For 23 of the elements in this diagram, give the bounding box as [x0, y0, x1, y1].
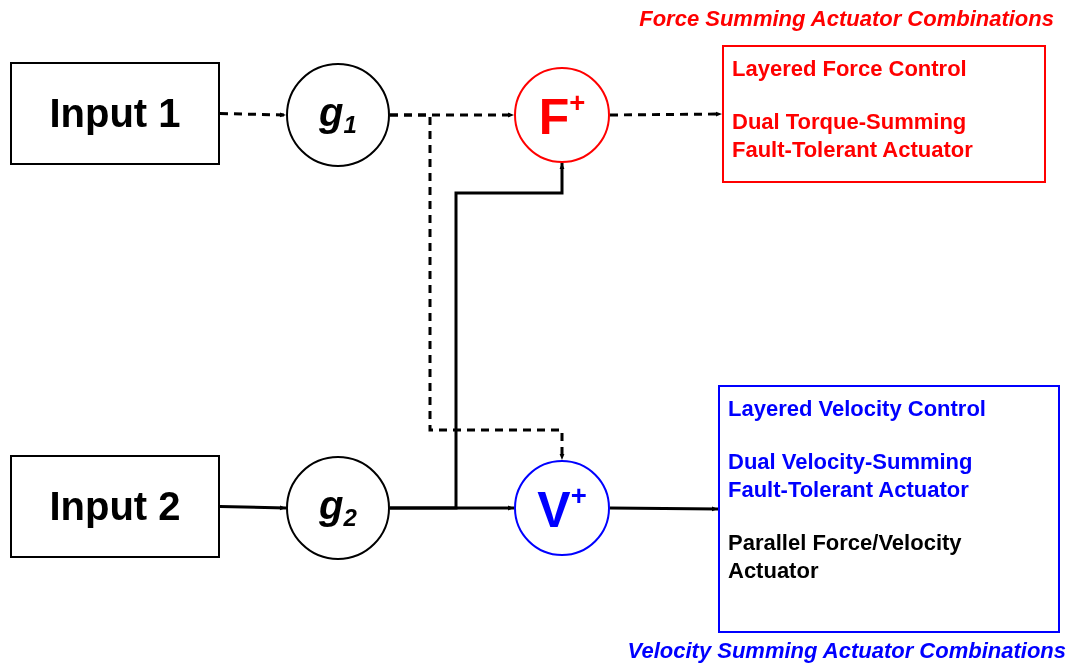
input-box: [10, 455, 220, 558]
arrow: [390, 163, 565, 510]
actuator-item: Dual Velocity-Summing Fault-Tolerant Actuator: [728, 447, 974, 505]
arrow: [610, 111, 722, 117]
actuator-item: Parallel Force/Velocity Actuator: [728, 528, 963, 586]
arrow: [219, 112, 287, 118]
actuator-item: Layered Force Control: [732, 55, 967, 83]
arrow: [610, 506, 718, 512]
group-caption: Velocity Summing Actuator Combinations: [627, 638, 1066, 664]
junction-symbol: F$^{+}$: [538, 88, 586, 142]
actuator-list-box: [722, 45, 1046, 183]
arrow: [390, 113, 565, 460]
actuator-item: Dual Torque-Summing Fault-Tolerant Actuator: [732, 107, 974, 165]
actuator-list-box: [718, 385, 1060, 633]
group-caption: Force Summing Actuator Combinations: [639, 6, 1054, 32]
actuator-item: Layered Velocity Control: [728, 395, 986, 423]
input-label: Input 1: [49, 91, 181, 136]
junction-symbol: g$_{1}$: [319, 92, 357, 138]
input-label: Input 2: [49, 484, 181, 529]
input-box: [10, 62, 220, 165]
arrow: [219, 505, 287, 511]
junction-symbol: V$^{+}$: [537, 481, 587, 535]
junction-symbol: g$_{2}$: [319, 485, 357, 531]
